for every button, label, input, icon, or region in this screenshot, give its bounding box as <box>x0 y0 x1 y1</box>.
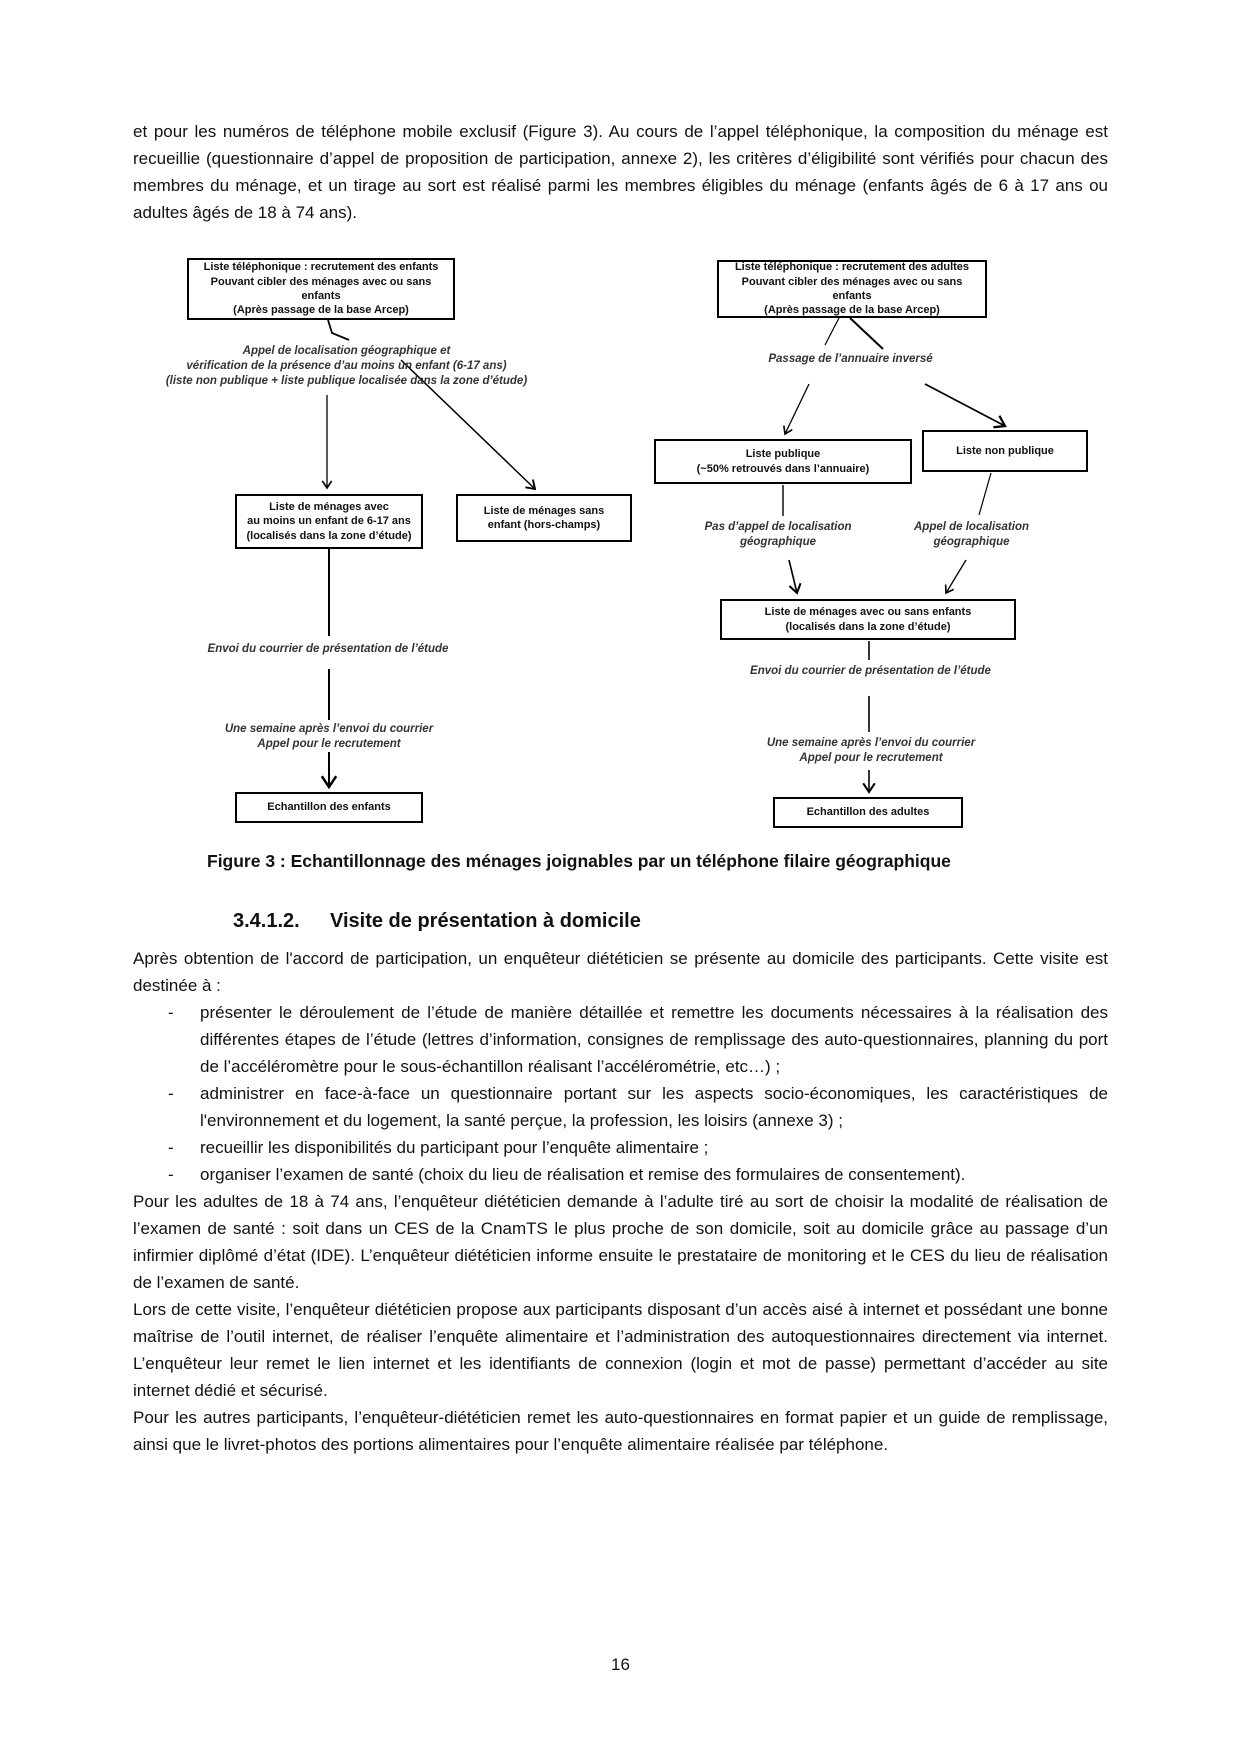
left-week-label: Une semaine après l’envoi du courrier Ap… <box>224 723 434 750</box>
left-with-child-box: Liste de ménages avec au moins un enfant… <box>235 494 423 549</box>
left-without-child-box: Liste de ménages sans enfant (hors-champ… <box>456 494 632 542</box>
bullet-item: - présenter le déroulement de l’étude de… <box>133 999 1108 1080</box>
bullet-dash: - <box>168 1138 174 1157</box>
bullet-item: - recueillir les disponibilités du parti… <box>133 1134 1108 1161</box>
paragraph-1: Après obtention de l'accord de participa… <box>133 949 1108 995</box>
section-title: Visite de présentation à domicile <box>330 910 641 932</box>
bullet-text: présenter le déroulement de l’étude de m… <box>200 1003 1108 1076</box>
right-no-geo-call-label: Pas d’appel de localisation géographique <box>704 521 852 548</box>
page-number: 16 <box>611 1655 630 1674</box>
left-children-sample-box: Echantillon des enfants <box>235 792 423 823</box>
right-public-list-box: Liste publique (~50% retrouvés dans l’an… <box>654 439 912 484</box>
left-source-box: Liste téléphonique : recrutement des enf… <box>187 258 455 320</box>
bullet-list: - présenter le déroulement de l’étude de… <box>133 999 1108 1188</box>
bullet-dash: - <box>168 1165 174 1184</box>
right-adults-sample-box: Echantillon des adultes <box>773 797 963 828</box>
bullet-dash: - <box>168 1084 174 1103</box>
right-geo-call-label: Appel de localisation géographique <box>913 521 1030 548</box>
left-geo-call-label: Appel de localisation géographique et vé… <box>165 345 528 387</box>
bullet-text: administrer en face-à-face un questionna… <box>200 1084 1108 1130</box>
bullet-text: recueillir les disponibilités du partici… <box>200 1138 709 1157</box>
paragraph-3: Lors de cette visite, l’enquêteur diétét… <box>133 1300 1108 1400</box>
right-week-label: Une semaine après l’envoi du courrier Ap… <box>766 737 976 764</box>
right-directory-label: Passage de l’annuaire inversé <box>768 353 933 365</box>
figure-caption: Figure 3 : Echantillonnage des ménages j… <box>207 851 951 871</box>
right-non-public-list-box: Liste non publique <box>922 430 1088 472</box>
left-mail-label: Envoi du courrier de présentation de l’é… <box>207 643 449 655</box>
paragraph-4: Pour les autres participants, l’enquêteu… <box>133 1408 1108 1454</box>
bullet-dash: - <box>168 1003 174 1022</box>
figure-3-flowchart: Liste téléphonique : recrutement des enf… <box>133 232 1108 837</box>
right-mail-label: Envoi du courrier de présentation de l’é… <box>750 665 991 677</box>
section-number: 3.4.1.2. <box>233 910 300 932</box>
intro-paragraph: et pour les numéros de téléphone mobile … <box>133 122 1108 222</box>
flowchart-arrows <box>320 317 1007 794</box>
paragraph-2: Pour les adultes de 18 à 74 ans, l’enquê… <box>133 1192 1108 1292</box>
page-content: et pour les numéros de téléphone mobile … <box>133 118 1108 1458</box>
section-heading: 3.4.1.2. Visite de présentation à domicil… <box>133 910 1108 933</box>
bullet-text: organiser l’examen de santé (choix du li… <box>200 1165 966 1184</box>
right-households-box: Liste de ménages avec ou sans enfants (l… <box>720 599 1016 640</box>
bullet-item: - organiser l’examen de santé (choix du … <box>133 1161 1108 1188</box>
bullet-item: - administrer en face-à-face un question… <box>133 1080 1108 1134</box>
right-source-box: Liste téléphonique : recrutement des adu… <box>717 260 987 318</box>
